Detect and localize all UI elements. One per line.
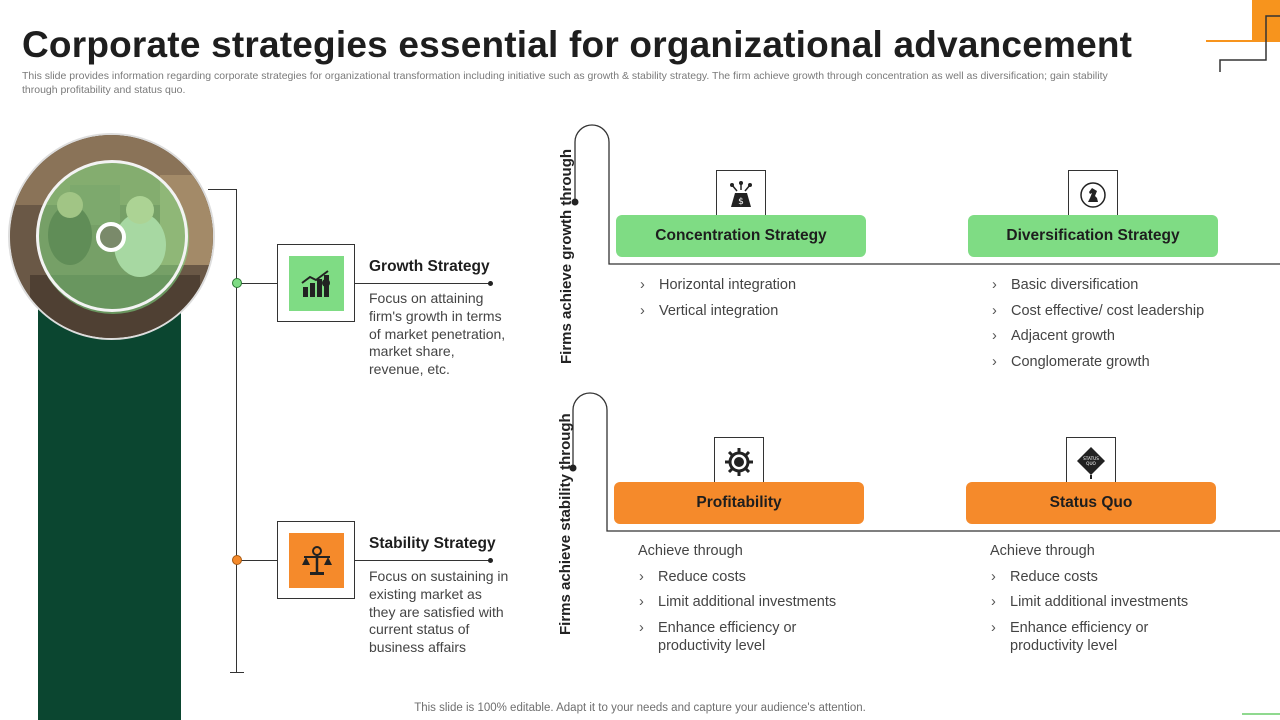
growth-line-end <box>488 281 493 286</box>
chess-knight-icon <box>1068 170 1118 220</box>
status-quo-sign-text-2: QUO <box>1086 461 1096 466</box>
list-item: Enhance efficiency or productivity level <box>638 619 818 655</box>
growth-connector <box>237 283 277 284</box>
list-item: Cost effective/ cost leadership <box>991 302 1271 320</box>
growth-strategy-title: Growth Strategy <box>369 258 490 275</box>
list-item: Limit additional investments <box>990 593 1270 611</box>
svg-text:$: $ <box>738 197 744 207</box>
profitability-list: Achieve through Reduce costs Limit addit… <box>638 542 938 662</box>
footer-accent-line <box>1242 713 1280 715</box>
page-subtitle: This slide provides information regardin… <box>22 70 1108 96</box>
stability-icon-box <box>277 521 355 599</box>
list-item: Reduce costs <box>990 568 1270 586</box>
stability-strategy-description: Focus on sustaining in existing market a… <box>369 568 509 656</box>
diversification-strategy-pill: Diversification Strategy <box>968 215 1218 257</box>
stability-node <box>232 555 242 565</box>
list-item: Horizontal integration <box>639 276 939 294</box>
stability-underline <box>355 560 491 561</box>
concentration-list: Horizontal integration Vertical integrat… <box>639 276 939 327</box>
growth-bracket <box>571 124 1280 265</box>
list-item: Reduce costs <box>638 568 938 586</box>
status-quo-list: Achieve through Reduce costs Limit addit… <box>990 542 1270 662</box>
list-lead: Achieve through <box>990 543 1095 559</box>
stability-section-label: Firms achieve stability through <box>557 413 574 635</box>
growth-section-label: Firms achieve growth through <box>558 148 575 364</box>
timeline-line <box>236 189 237 673</box>
corner-decoration <box>1206 0 1280 72</box>
photo-center-dot <box>96 222 126 252</box>
concentration-strategy-pill: Concentration Strategy <box>616 215 866 257</box>
gear-money-icon <box>714 437 764 487</box>
list-item: Enhance efficiency or productivity level <box>990 619 1170 655</box>
money-bag-icon: $ <box>716 170 766 220</box>
profitability-pill: Profitability <box>614 482 864 524</box>
timeline-bottom-tick <box>230 672 244 673</box>
stability-strategy-title: Stability Strategy <box>369 535 496 552</box>
list-item: Adjacent growth <box>991 327 1271 345</box>
timeline-top-tick <box>208 189 237 190</box>
growth-strategy-description: Focus on attaining firm's growth in term… <box>369 290 506 378</box>
list-lead: Achieve through <box>638 543 743 559</box>
list-item: Limit additional investments <box>638 593 938 611</box>
status-quo-sign-icon: STATUS QUO <box>1066 437 1116 487</box>
list-item: Basic diversification <box>991 276 1271 294</box>
growth-chart-icon <box>289 256 344 311</box>
balance-scale-icon <box>289 533 344 588</box>
status-quo-sign-text-1: STATUS <box>1083 456 1099 461</box>
growth-underline <box>355 283 491 284</box>
footer-note: This slide is 100% editable. Adapt it to… <box>414 702 866 714</box>
list-item: Conglomerate growth <box>991 353 1271 371</box>
stability-connector <box>237 560 277 561</box>
list-item: Vertical integration <box>639 302 939 320</box>
page-title: Corporate strategies essential for organ… <box>22 24 1133 65</box>
diversification-list: Basic diversification Cost effective/ co… <box>991 276 1271 378</box>
status-quo-pill: Status Quo <box>966 482 1216 524</box>
stability-bracket <box>569 392 1280 532</box>
growth-icon-box <box>277 244 355 322</box>
stability-line-end <box>488 558 493 563</box>
photo-ring <box>36 160 188 312</box>
growth-node <box>232 278 242 288</box>
